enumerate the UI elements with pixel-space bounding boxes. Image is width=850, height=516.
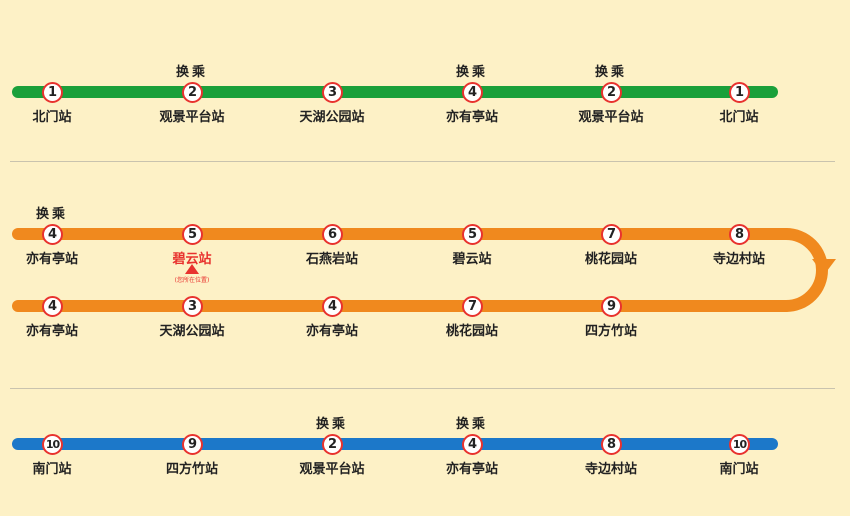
station-name: 碧云站 — [452, 252, 492, 267]
station-name: 亦有亭站 — [445, 110, 498, 125]
station-number-badge: 1 — [729, 82, 750, 103]
station-number-badge: 7 — [601, 224, 622, 245]
station-number-badge: 2 — [601, 82, 622, 103]
transfer-label: 换乘 — [455, 65, 488, 80]
station-number-badge: 4 — [462, 434, 483, 455]
station-number-badge: 4 — [462, 82, 483, 103]
line-2-upper-track — [12, 228, 792, 240]
station-number-badge: 6 — [322, 224, 343, 245]
station-number-badge: 4 — [42, 296, 63, 317]
station-name: 四方竹站 — [165, 462, 218, 477]
station-number-badge: 3 — [182, 296, 203, 317]
station-name: 碧云站 — [172, 252, 212, 267]
station-name: 北门站 — [719, 110, 759, 125]
station-name: 北门站 — [32, 110, 72, 125]
transfer-label: 换乘 — [455, 417, 488, 432]
divider-bottom — [10, 388, 835, 389]
station-name: 亦有亭站 — [445, 462, 498, 477]
line-3-track — [12, 438, 778, 450]
station-name: 桃花园站 — [584, 252, 637, 267]
station-number-badge: 9 — [182, 434, 203, 455]
station-number-badge: 7 — [462, 296, 483, 317]
station-name: 石燕岩站 — [305, 252, 358, 267]
line-2-lower-track — [12, 300, 792, 312]
station-number-badge: 5 — [182, 224, 203, 245]
you-are-here-marker-icon — [185, 264, 199, 274]
station-number-badge: 4 — [322, 296, 343, 317]
station-name: 桃花园站 — [445, 324, 498, 339]
you-are-here-label: (您所在位置) — [174, 277, 210, 284]
station-name: 南门站 — [719, 462, 759, 477]
station-name: 四方竹站 — [584, 324, 637, 339]
station-number-badge: 2 — [182, 82, 203, 103]
station-number-badge: 4 — [42, 224, 63, 245]
station-name: 寺边村站 — [584, 462, 637, 477]
divider-top — [10, 161, 835, 162]
station-number-badge: 10 — [42, 434, 63, 455]
station-number-badge: 10 — [729, 434, 750, 455]
station-number-badge: 9 — [601, 296, 622, 317]
station-name: 天湖公园站 — [299, 110, 365, 125]
station-name: 观景平台站 — [159, 110, 225, 125]
direction-arrow-icon — [812, 259, 836, 275]
transfer-label: 换乘 — [35, 207, 68, 222]
station-number-badge: 5 — [462, 224, 483, 245]
station-name: 亦有亭站 — [25, 324, 78, 339]
station-number-badge: 3 — [322, 82, 343, 103]
station-number-badge: 8 — [601, 434, 622, 455]
line-1-track — [12, 86, 778, 98]
station-name: 亦有亭站 — [25, 252, 78, 267]
station-number-badge: 2 — [322, 434, 343, 455]
transfer-label: 换乘 — [175, 65, 208, 80]
station-name: 观景平台站 — [578, 110, 644, 125]
station-name: 天湖公园站 — [159, 324, 225, 339]
station-name: 南门站 — [32, 462, 72, 477]
transfer-label: 换乘 — [594, 65, 627, 80]
station-name: 观景平台站 — [299, 462, 365, 477]
transfer-label: 换乘 — [315, 417, 348, 432]
station-number-badge: 8 — [729, 224, 750, 245]
station-name: 寺边村站 — [712, 252, 765, 267]
station-number-badge: 1 — [42, 82, 63, 103]
station-name: 亦有亭站 — [305, 324, 358, 339]
